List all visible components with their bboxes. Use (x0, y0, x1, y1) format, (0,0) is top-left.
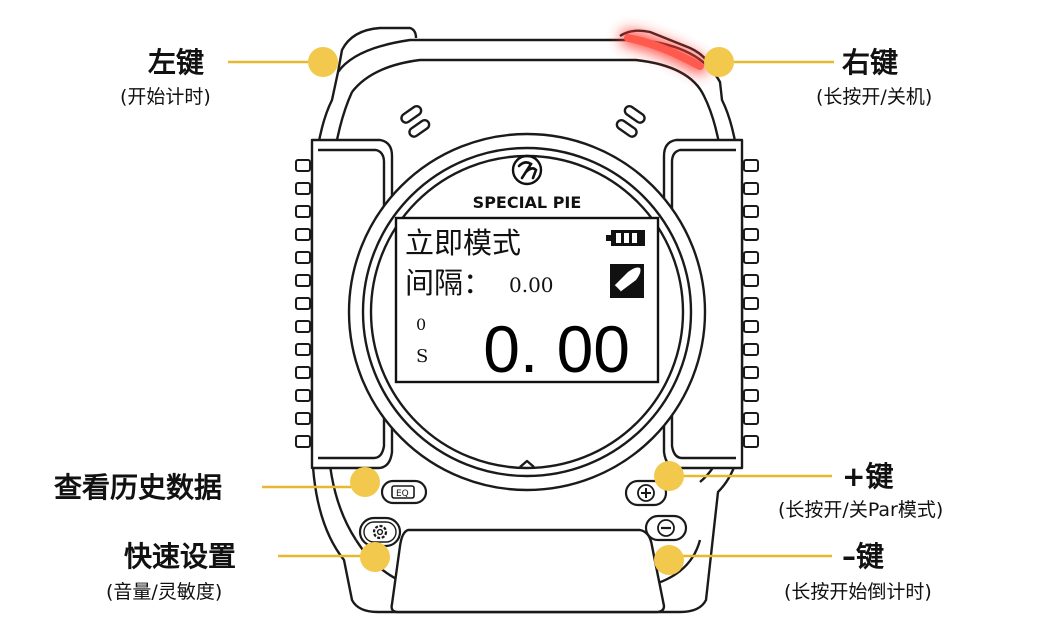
history-dot (350, 467, 380, 497)
grip-ridge (295, 297, 311, 310)
settings-desc: (音量/灵敏度) (106, 581, 222, 603)
grip-ridge (743, 274, 759, 287)
special-pie-logo-icon (511, 154, 543, 186)
grip-ridge (295, 366, 311, 379)
grip-ridge (743, 228, 759, 241)
grip-ridge (743, 412, 759, 425)
history-button[interactable]: EQ (380, 479, 428, 505)
time-unit: S (416, 346, 428, 367)
settings-title: 快速设置 (124, 540, 236, 573)
bottom-plate (390, 528, 666, 614)
interval-label: 间隔： (405, 266, 492, 300)
bezel-notch (519, 459, 535, 468)
grip-ridge (295, 412, 311, 425)
lcd-screen: 立即模式 间隔： 0.00 0 S 0. 00 (394, 216, 660, 386)
time-display: 0. 00 (483, 312, 630, 386)
grip-ridge (295, 205, 311, 218)
right-grip-ridges (743, 159, 759, 448)
left-key-title: 左键 (148, 46, 204, 79)
grip-ridge (295, 435, 311, 448)
right-key-dot (704, 47, 734, 77)
minus-key-title: –键 (842, 540, 884, 573)
bullet-icon (610, 264, 644, 298)
minus-icon (657, 519, 675, 537)
speaker-slots-right (615, 104, 646, 138)
plus-key-title: +键 (842, 460, 893, 493)
gear-icon (372, 524, 388, 540)
settings-button[interactable] (358, 516, 402, 548)
grip-ridge (743, 366, 759, 379)
left-key-desc: (开始计时) (120, 86, 211, 108)
brand-name: SPECIAL PIE (473, 193, 582, 212)
left-grip-ridges (295, 159, 311, 448)
grip-ridge (295, 274, 311, 287)
plus-icon (637, 484, 655, 502)
grip-ridge (743, 205, 759, 218)
grip-ridge (295, 251, 311, 264)
grip-ridge (743, 389, 759, 402)
power-led (620, 30, 708, 74)
left-key-dot (308, 47, 338, 77)
minus-key-dot (654, 545, 684, 575)
grip-ridge (743, 159, 759, 172)
minus-button[interactable] (644, 514, 688, 542)
history-title: 查看历史数据 (54, 471, 222, 504)
grip-ridge (743, 297, 759, 310)
grip-ridge (743, 435, 759, 448)
settings-dot (360, 542, 390, 572)
grip-ridge (743, 343, 759, 356)
battery-full-icon (606, 230, 645, 246)
right-key-desc: (长按开/关机) (816, 86, 932, 108)
grip-ridge (743, 182, 759, 195)
grip-ridge (295, 389, 311, 402)
plus-key-desc: (长按开/关Par模式) (778, 499, 943, 521)
grip-ridge (295, 228, 311, 241)
callout-lines (228, 60, 834, 558)
mode-label: 立即模式 (405, 226, 521, 260)
callout-dots (308, 47, 734, 575)
speaker-slots-left (400, 104, 431, 138)
bezel-mid-ring (361, 146, 693, 478)
grip-ridge (295, 320, 311, 333)
grip-ridge (743, 251, 759, 264)
grip-ridge (295, 343, 311, 356)
svg-text:EQ: EQ (396, 489, 409, 499)
plus-button[interactable] (624, 479, 668, 507)
plus-key-dot (654, 461, 684, 491)
grip-ridge (295, 159, 311, 172)
interval-value: 0.00 (509, 273, 554, 297)
shot-count: 0 (416, 315, 426, 334)
grip-ridge (295, 182, 311, 195)
minus-key-desc: (长按开始倒计时) (784, 581, 932, 603)
right-key-title: 右键 (842, 46, 898, 79)
grip-ridge (743, 320, 759, 333)
eq-list-icon: EQ (391, 485, 415, 499)
